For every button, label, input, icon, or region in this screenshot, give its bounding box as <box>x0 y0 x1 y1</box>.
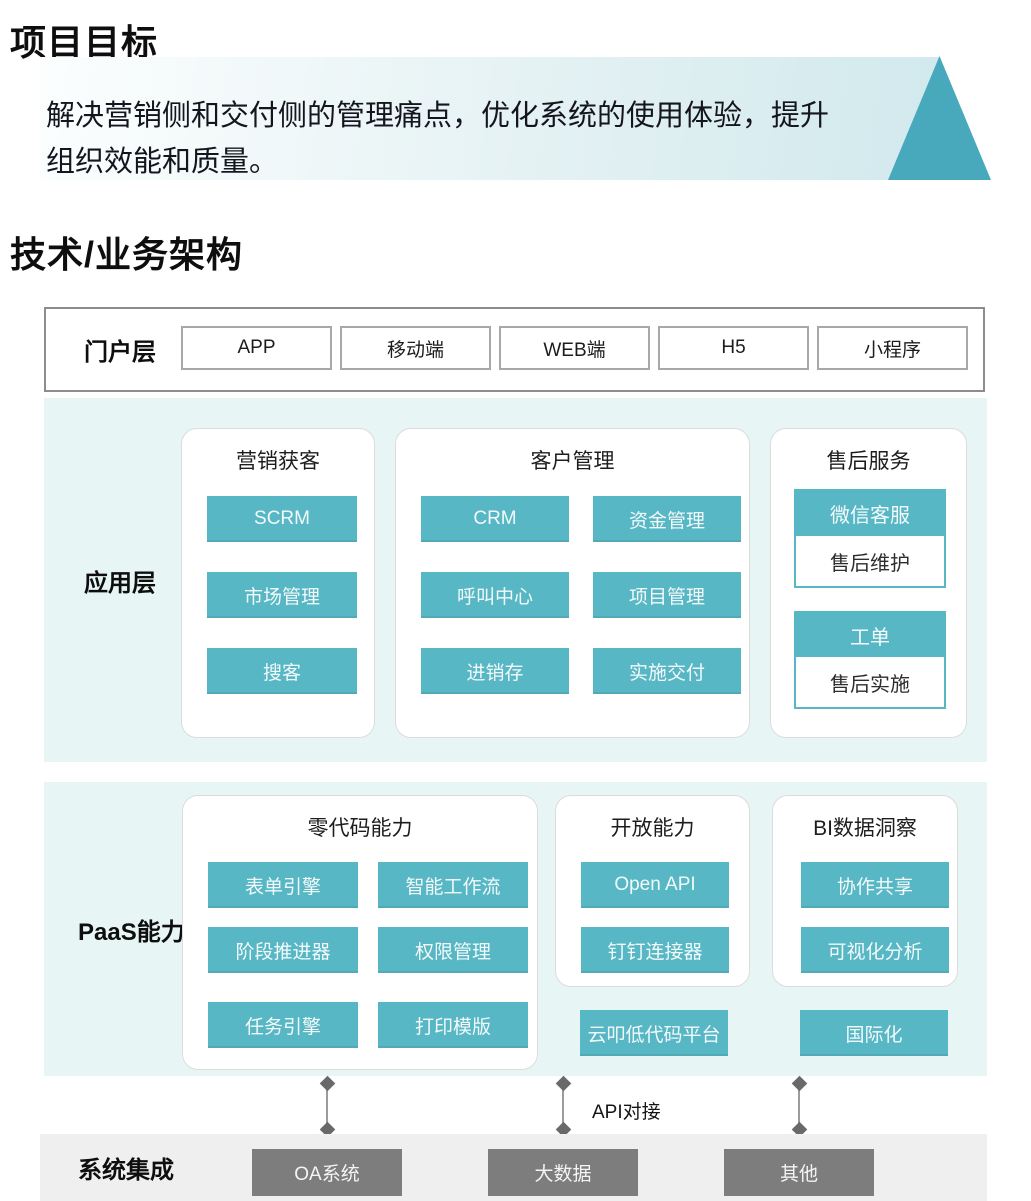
integration-layer-label: 系统集成 <box>78 1157 174 1184</box>
node-scrm: SCRM <box>207 496 357 542</box>
node-dingtalk-connector: 钉钉连接器 <box>581 927 729 973</box>
connector-diamond-2-top <box>555 1075 572 1092</box>
node-market-management: 市场管理 <box>207 572 357 618</box>
aftersales-card-title: 售后服务 <box>826 450 911 473</box>
node-internationalization: 国际化 <box>800 1010 948 1056</box>
node-oa-system: OA系统 <box>252 1149 402 1196</box>
portal-layer-label: 门户层 <box>84 339 156 366</box>
node-print-template: 打印模版 <box>378 1002 528 1048</box>
bi-insight-card: BI数据洞察 协作共享 可视化分析 <box>772 795 958 987</box>
node-big-data: 大数据 <box>488 1149 638 1196</box>
node-lead-search: 搜客 <box>207 648 357 694</box>
goal-banner <box>40 57 990 180</box>
node-permission-management: 权限管理 <box>378 927 528 973</box>
node-aftersales-maintenance: 售后维护 <box>796 536 944 586</box>
connector-diamond-3-top <box>791 1075 808 1092</box>
node-visual-analysis: 可视化分析 <box>801 927 949 973</box>
node-call-center: 呼叫中心 <box>421 572 569 618</box>
aftersales-card: 售后服务 微信客服 售后维护 工单 售后实施 <box>770 428 967 738</box>
node-collaboration-sharing: 协作共享 <box>801 862 949 908</box>
zerocode-card: 零代码能力 表单引擎 智能工作流 阶段推进器 权限管理 任务引擎 打印模版 <box>182 795 538 1070</box>
portal-item-mobile: 移动端 <box>340 326 491 370</box>
node-stage-promoter: 阶段推进器 <box>208 927 358 973</box>
portal-item-miniprogram: 小程序 <box>817 326 968 370</box>
node-form-engine: 表单引擎 <box>208 862 358 908</box>
node-funds-management: 资金管理 <box>593 496 741 542</box>
portal-item-app: APP <box>181 326 332 370</box>
marketing-card-title: 营销获客 <box>236 450 320 473</box>
connector-line-2 <box>562 1087 564 1127</box>
customer-card-title: 客户管理 <box>530 450 615 473</box>
node-inventory: 进销存 <box>421 648 569 694</box>
node-delivery: 实施交付 <box>593 648 741 694</box>
portal-item-h5: H5 <box>658 326 809 370</box>
zerocode-card-title: 零代码能力 <box>307 817 413 840</box>
node-aftersales-implementation: 售后实施 <box>796 657 944 707</box>
bi-insight-card-title: BI数据洞察 <box>813 817 917 840</box>
architecture-title: 技术/业务架构 <box>10 234 244 275</box>
open-capability-card-title: 开放能力 <box>610 817 695 840</box>
connector-line-1 <box>326 1087 328 1127</box>
node-work-order: 工单 <box>796 613 944 657</box>
goal-banner-text-line1: 解决营销侧和交付侧的管理痛点，优化系统的使用体验，提升 <box>46 100 830 132</box>
node-project-management: 项目管理 <box>593 572 741 618</box>
open-capability-card: 开放能力 Open API 钉钉连接器 <box>555 795 750 987</box>
aftersales-group-ticket: 工单 售后实施 <box>794 611 946 709</box>
node-yunkou-lowcode-platform: 云叩低代码平台 <box>580 1010 728 1056</box>
project-goal-title: 项目目标 <box>10 22 159 63</box>
portal-item-web: WEB端 <box>499 326 650 370</box>
node-task-engine: 任务引擎 <box>208 1002 358 1048</box>
paas-layer-label: PaaS能力 <box>78 918 185 946</box>
connector-line-3 <box>798 1087 800 1127</box>
application-layer-label: 应用层 <box>84 569 156 597</box>
node-crm: CRM <box>421 496 569 542</box>
connector-diamond-1-top <box>319 1075 336 1092</box>
api-connection-label: API对接 <box>592 1102 661 1123</box>
node-wechat-service: 微信客服 <box>796 491 944 536</box>
marketing-card: 营销获客 SCRM 市场管理 搜客 <box>181 428 375 738</box>
customer-card: 客户管理 CRM 资金管理 呼叫中心 项目管理 进销存 实施交付 <box>395 428 750 738</box>
node-open-api: Open API <box>581 862 729 908</box>
node-smart-workflow: 智能工作流 <box>378 862 528 908</box>
aftersales-group-wechat: 微信客服 售后维护 <box>794 489 946 588</box>
node-other-systems: 其他 <box>724 1149 874 1196</box>
goal-banner-text-line2: 组织效能和质量。 <box>46 146 279 178</box>
